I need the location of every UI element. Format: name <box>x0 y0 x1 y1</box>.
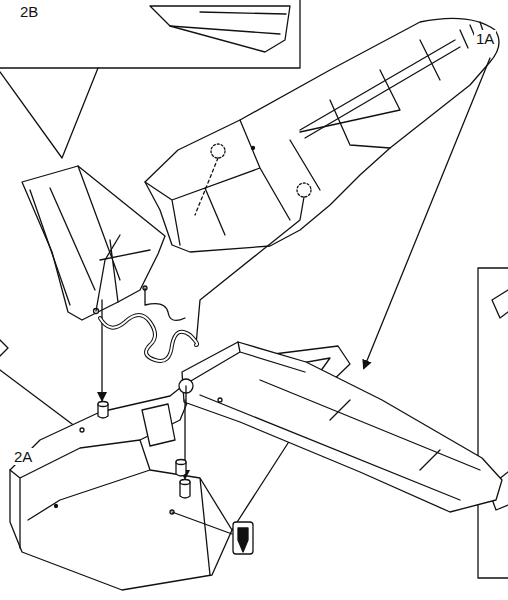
inset-pointer <box>0 68 98 158</box>
assembly-guide-lines <box>96 158 304 404</box>
callout-number: 2B <box>18 3 40 20</box>
leader-line <box>0 370 80 430</box>
locating-pegs <box>98 300 190 498</box>
inset-frame <box>478 268 508 578</box>
inset-frame <box>0 0 300 68</box>
wing-tip-detail <box>150 6 290 52</box>
upper-fuselage <box>145 18 499 252</box>
callout-number: 1A <box>474 30 496 47</box>
right-wing <box>179 342 502 512</box>
leader-arrow <box>364 58 490 368</box>
glue-symbol <box>172 512 253 554</box>
left-wing <box>22 166 165 320</box>
callout-number: 2A <box>12 448 34 465</box>
